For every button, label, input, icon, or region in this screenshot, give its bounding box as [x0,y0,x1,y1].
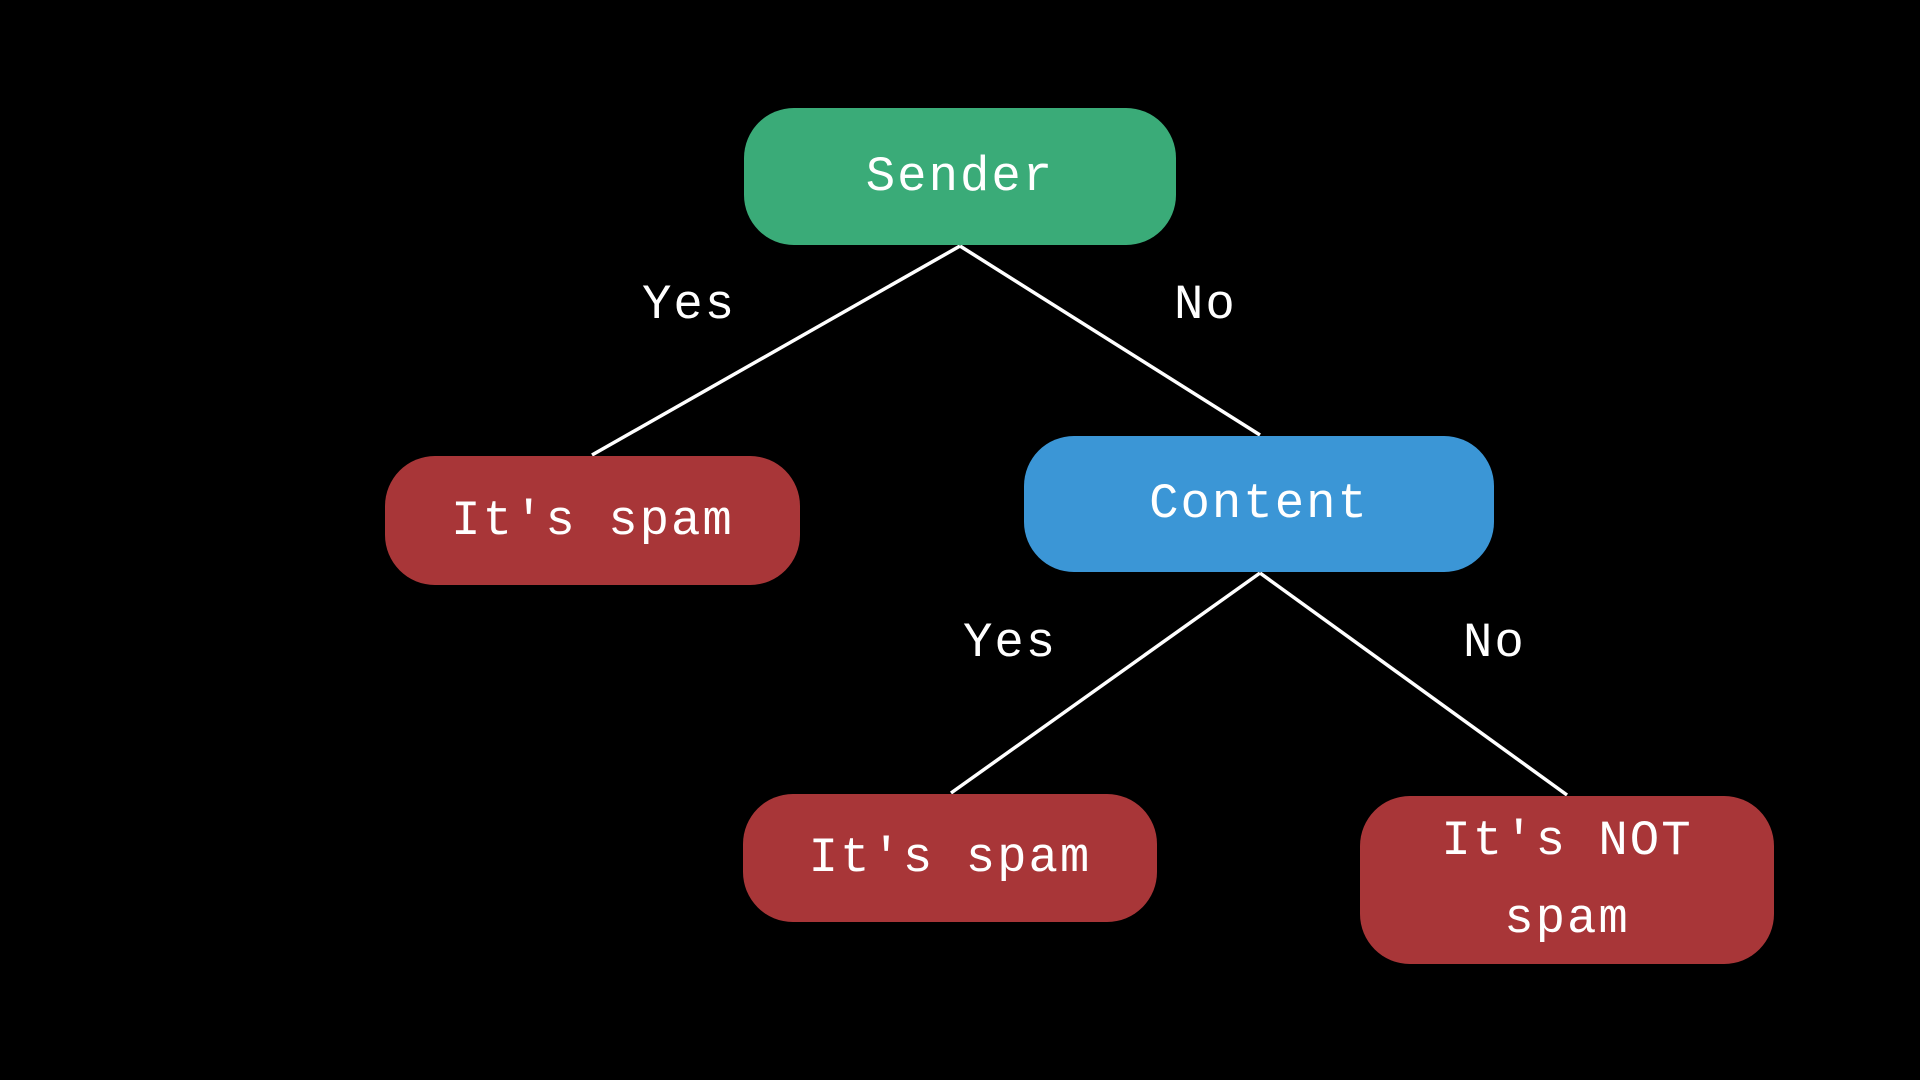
edge-sender-to-content [959,244,1261,437]
node-leaf-spam-bottom: It's spam [743,794,1157,922]
node-sender: Sender [744,108,1176,245]
node-leaf-spam-left-label: It's spam [451,492,734,549]
edge-content-to-not-spam [1258,571,1569,797]
edge-label-root-yes: Yes [642,277,737,333]
edge-label-root-no: No [1174,277,1237,333]
edge-label-content-no: No [1463,615,1526,671]
edge-content-to-spam [949,571,1262,795]
node-leaf-spam-left: It's spam [385,456,800,585]
node-content-label: Content [1149,476,1369,532]
node-leaf-not-spam-line2: spam [1504,891,1630,947]
node-leaf-spam-bottom-label: It's spam [808,830,1092,886]
node-sender-label: Sender [865,148,1055,205]
edge-label-content-yes: Yes [963,615,1058,671]
edge-sender-to-spam [591,244,961,457]
node-leaf-not-spam-line1: It's NOT [1441,813,1693,869]
node-leaf-not-spam: It's NOT spam [1360,796,1774,964]
node-content: Content [1024,436,1494,572]
